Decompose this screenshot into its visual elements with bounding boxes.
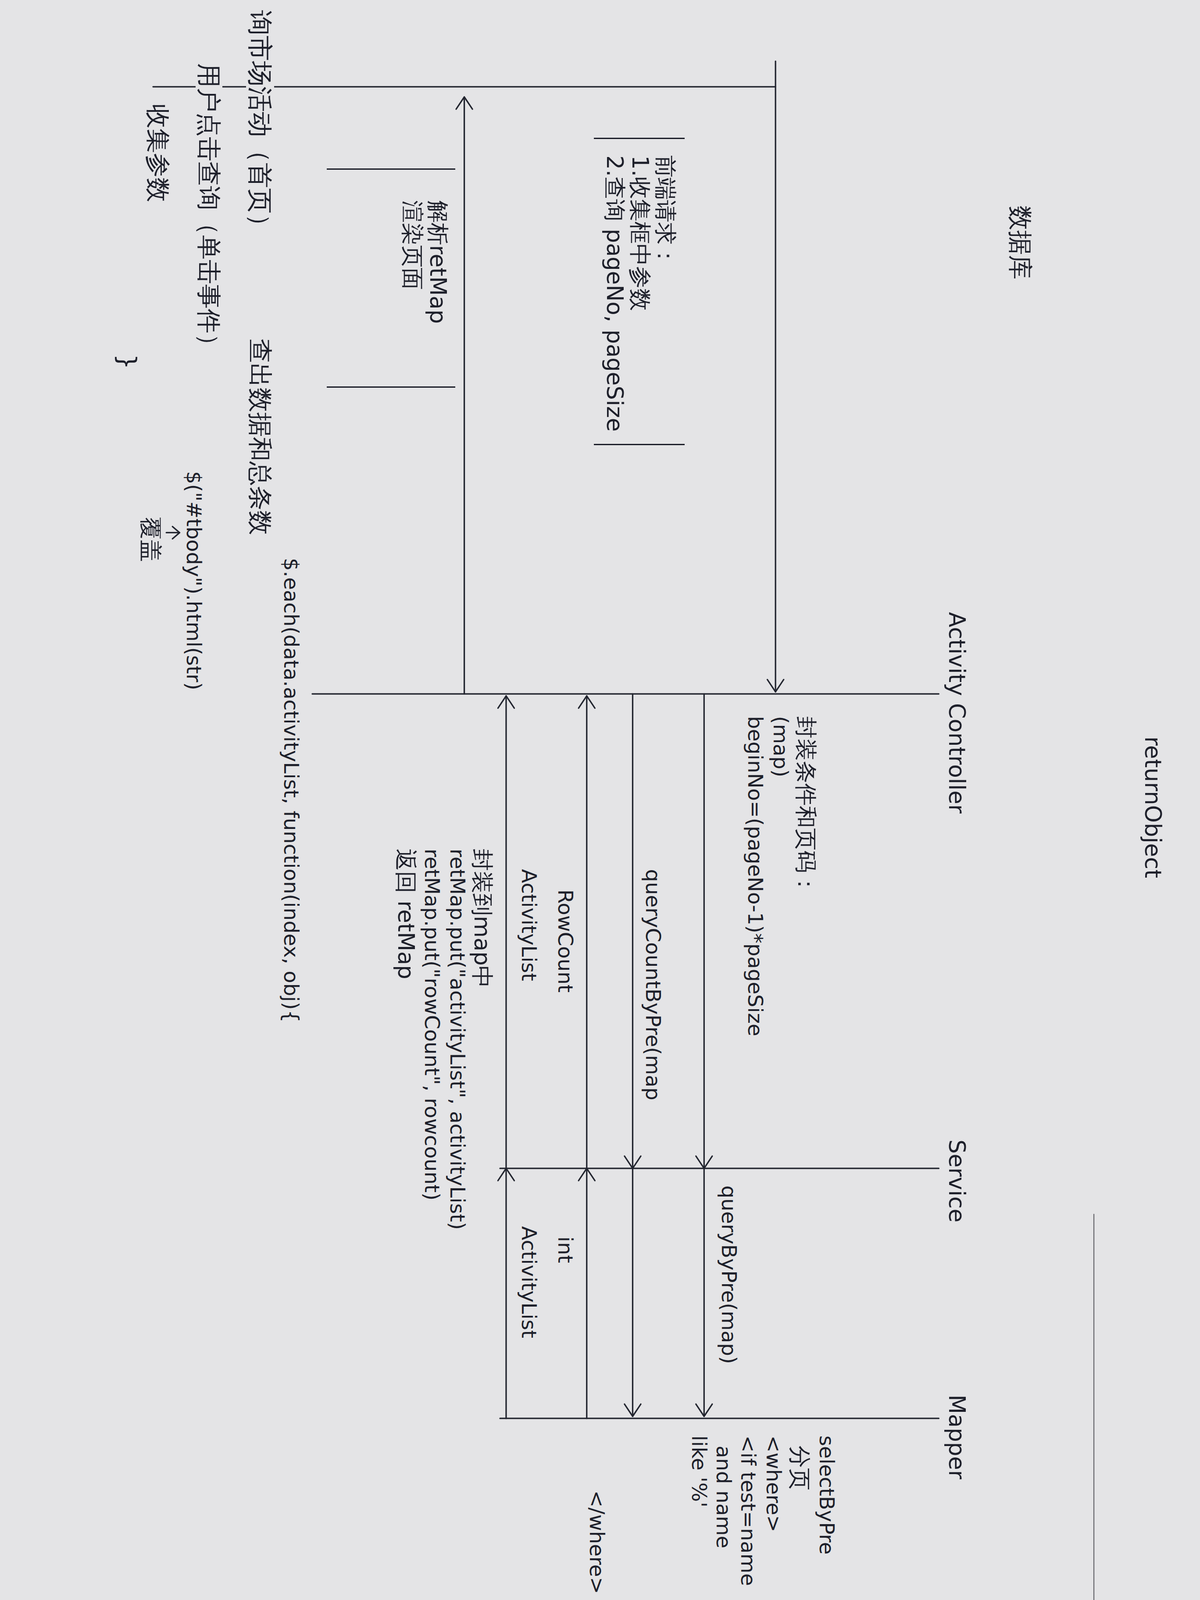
label-text: like '%' [687, 1433, 711, 1510]
count-query-arrow [632, 693, 634, 1417]
node-text: 前端请求： [653, 155, 679, 432]
controller-lifeline [312, 692, 939, 695]
label-text: $.each(data.activityList, function(index… [279, 556, 302, 1025]
arrow-head [767, 679, 784, 692]
label-text: returnObject [1140, 734, 1166, 880]
bracket-box: 解析retMap渲染页面 [326, 168, 456, 388]
query-arrow [703, 693, 705, 1417]
label-text: retMap.put("activityList", activityList) [446, 846, 469, 1232]
leader-arrow [166, 532, 180, 534]
arrow-head [578, 696, 595, 709]
label-text: queryCountByPre(map [641, 867, 665, 1103]
arrow-head [497, 1168, 515, 1181]
arrow-head [696, 1156, 713, 1169]
label-text: Service [944, 1137, 970, 1225]
node-text: 渲染页面 [400, 200, 426, 375]
label-text: and name [712, 1443, 735, 1550]
count-return-arrow [585, 696, 588, 1419]
label-text: 查出数据和总条数 [246, 336, 274, 537]
label-text: <where> [762, 1433, 785, 1535]
arrow-head [624, 1403, 641, 1417]
list-return-arrow [505, 696, 507, 1419]
label-text: } [114, 352, 141, 372]
node-text: 2.查询 pageNo, pageSize [602, 155, 628, 432]
service-lifeline [500, 1167, 939, 1169]
node-text: 1.收集框中参数 [627, 155, 654, 432]
label-text: ActivityList [517, 1224, 540, 1340]
label-text: 覆盖 [138, 515, 164, 564]
label-text: 封装到map中 [470, 846, 495, 990]
title-text: 询市场活动（首页） [246, 8, 275, 241]
label-text: $("#tbody").html(str) [182, 469, 205, 692]
label-text: 收集参数 [144, 102, 172, 204]
response-arrow [463, 96, 465, 694]
label-text: ActivityList [517, 867, 540, 983]
label-text: <if test=name [736, 1433, 760, 1588]
page-edge [1093, 1214, 1095, 1600]
arrow-head [624, 1156, 641, 1169]
label-text: 分页 [787, 1443, 813, 1493]
label-text: int [553, 1234, 577, 1265]
arrow-head [172, 526, 180, 539]
label-text: selectByPre [815, 1433, 838, 1557]
arrow-head [578, 1168, 595, 1181]
label-text: (map) [769, 714, 792, 780]
label-text: 数据库 [1007, 203, 1034, 282]
label-text: </where> [585, 1488, 608, 1596]
mapper-lifeline [500, 1417, 939, 1419]
arrow-head [497, 696, 515, 709]
label-text: RowCount [553, 887, 577, 995]
label-text: Activity Controller [944, 610, 970, 816]
label-text: retMap.put("rowCount", rowcount) [420, 846, 443, 1203]
label-text: 返回 retMap [393, 846, 419, 982]
label-text: 用户点击查询（单击事件） [195, 61, 223, 360]
arrow-head [696, 1403, 713, 1417]
label-text: Mapper [944, 1392, 970, 1482]
label-text: beginNo=(pageNo-1)*pageSize [743, 714, 767, 1039]
arrow-head [456, 96, 473, 110]
label-text: 封装条件和页码： [793, 714, 819, 897]
label-text: queryByPre(map) [717, 1183, 740, 1366]
request-arrow [775, 61, 777, 693]
node-text: 解析retMap [425, 200, 451, 375]
bracket-box: 前端请求：1.收集框中参数2.查询 pageNo, pageSize [593, 137, 685, 446]
